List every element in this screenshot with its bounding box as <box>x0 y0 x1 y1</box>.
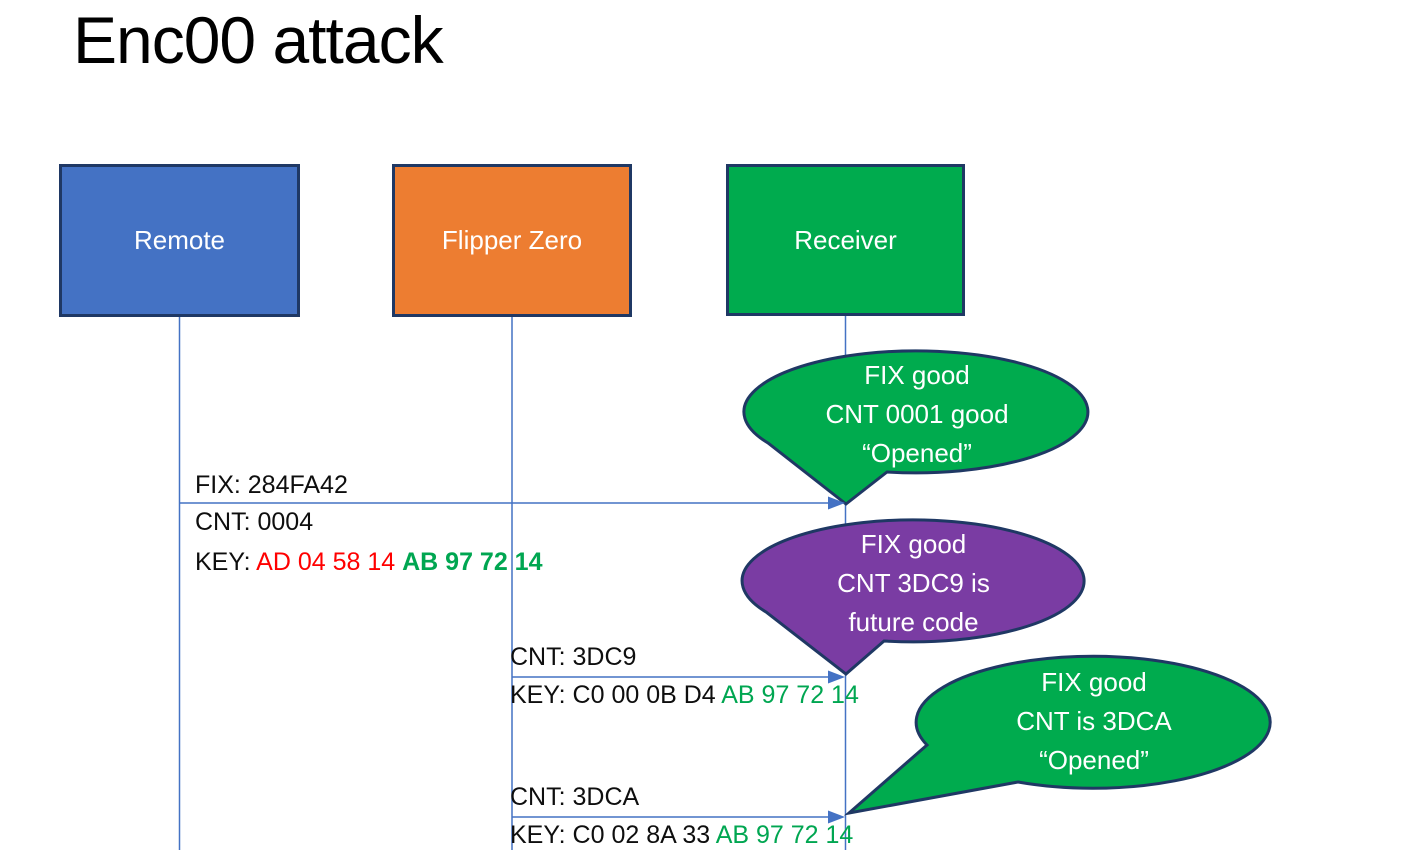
callout-bubble-3 <box>843 654 1272 816</box>
callout-bubble-1 <box>742 349 1090 506</box>
callout-2-line-3: future code <box>848 607 979 637</box>
message-2-key-prefix: KEY: C0 00 0B D4 <box>510 681 722 709</box>
message-1-cnt-label: CNT: 0004 <box>195 508 314 536</box>
callout-3-line-1: FIX good <box>1041 667 1147 697</box>
message-2-arrow-head <box>828 670 845 684</box>
actor-box-remote: Remote <box>59 164 300 317</box>
message-1-fix-label: FIX: 284FA42 <box>195 471 348 499</box>
message-1-key-label: KEY: AD 04 58 14 AB 97 72 14 <box>195 548 542 577</box>
message-3-cnt-label: CNT: 3DCA <box>510 783 640 811</box>
message-3-key-green-bytes: AB 97 72 14 <box>715 821 854 849</box>
message-3-key-label: KEY: C0 02 8A 33 AB 97 72 14 <box>510 821 853 850</box>
actor-label-remote: Remote <box>133 225 226 255</box>
message-2-cnt-label: CNT: 3DC9 <box>510 643 637 671</box>
actor-box-receiver: Receiver <box>726 164 965 316</box>
message-2-key-green-bytes: AB 97 72 14 <box>721 681 859 709</box>
callout-bubble-2 <box>740 518 1086 676</box>
callout-1-line-2: CNT 0001 good <box>825 399 1009 429</box>
message-2-key-label: KEY: C0 00 0B D4 AB 97 72 14 <box>510 681 859 710</box>
message-1-key-green-bytes: AB 97 72 14 <box>402 548 543 576</box>
callout-3-line-2: CNT is 3DCA <box>1016 706 1172 736</box>
message-1-key-red-bytes: AD 04 58 14 <box>256 548 403 576</box>
callout-2-text: FIX good CNT 3DC9 is future code <box>742 525 1085 642</box>
callout-1-line-1: FIX good <box>864 360 970 390</box>
callout-3-line-3: “Opened” <box>1039 745 1149 775</box>
callout-3-text: FIX good CNT is 3DCA “Opened” <box>917 663 1271 780</box>
slide-title: Enc00 attack <box>73 3 444 77</box>
callout-1-text: FIX good CNT 0001 good “Opened” <box>745 356 1089 473</box>
message-1-key-prefix: KEY: <box>195 548 257 576</box>
message-3-arrow-head <box>828 810 845 824</box>
message-3-key-prefix: KEY: C0 02 8A 33 <box>510 821 716 849</box>
callout-1-line-3: “Opened” <box>862 438 972 468</box>
callout-2-line-1: FIX good <box>860 529 967 559</box>
actor-box-flipper-zero: Flipper Zero <box>392 164 632 317</box>
message-1-arrow-head <box>828 496 845 510</box>
actor-label-flipper-zero: Flipper Zero <box>441 225 583 255</box>
actor-label-receiver: Receiver <box>794 224 897 255</box>
callout-2-line-2: CNT 3DC9 is <box>837 568 990 598</box>
